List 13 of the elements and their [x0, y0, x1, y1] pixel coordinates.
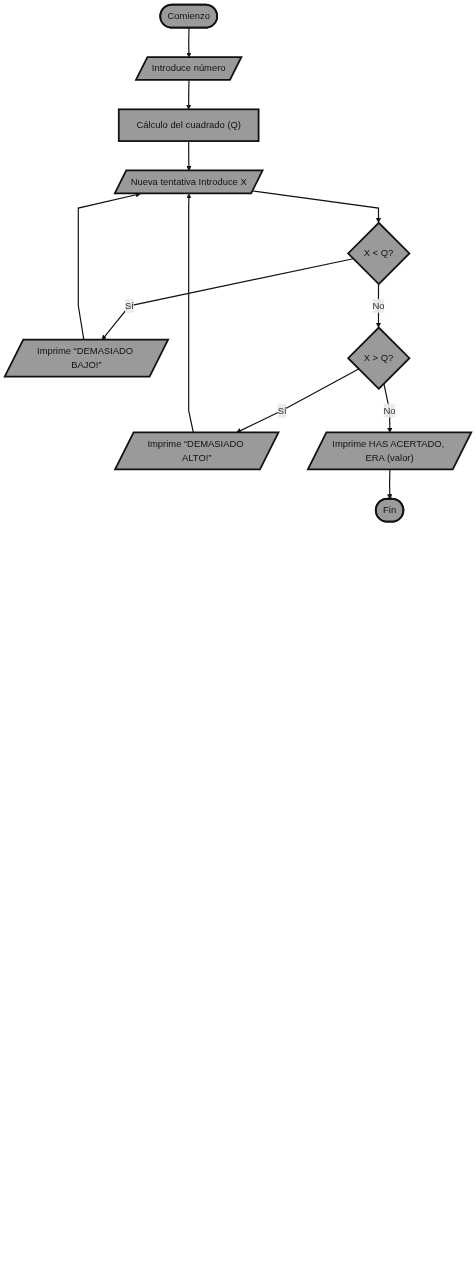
node-box: Cálculo del cuadrado (Q) — [117, 108, 260, 142]
edge-label: Sí — [125, 300, 134, 311]
arrow — [186, 27, 192, 58]
node-diamond: X > Q? — [346, 326, 411, 391]
edge-label: No — [372, 300, 385, 311]
node-diamond: X < Q? — [346, 221, 411, 286]
arrow — [387, 469, 393, 500]
arrow — [186, 79, 192, 110]
arrow — [186, 140, 192, 171]
arrow — [236, 368, 360, 433]
edge-label: Sí — [277, 405, 287, 416]
edge-label: No — [383, 405, 396, 416]
arrow — [252, 190, 382, 223]
